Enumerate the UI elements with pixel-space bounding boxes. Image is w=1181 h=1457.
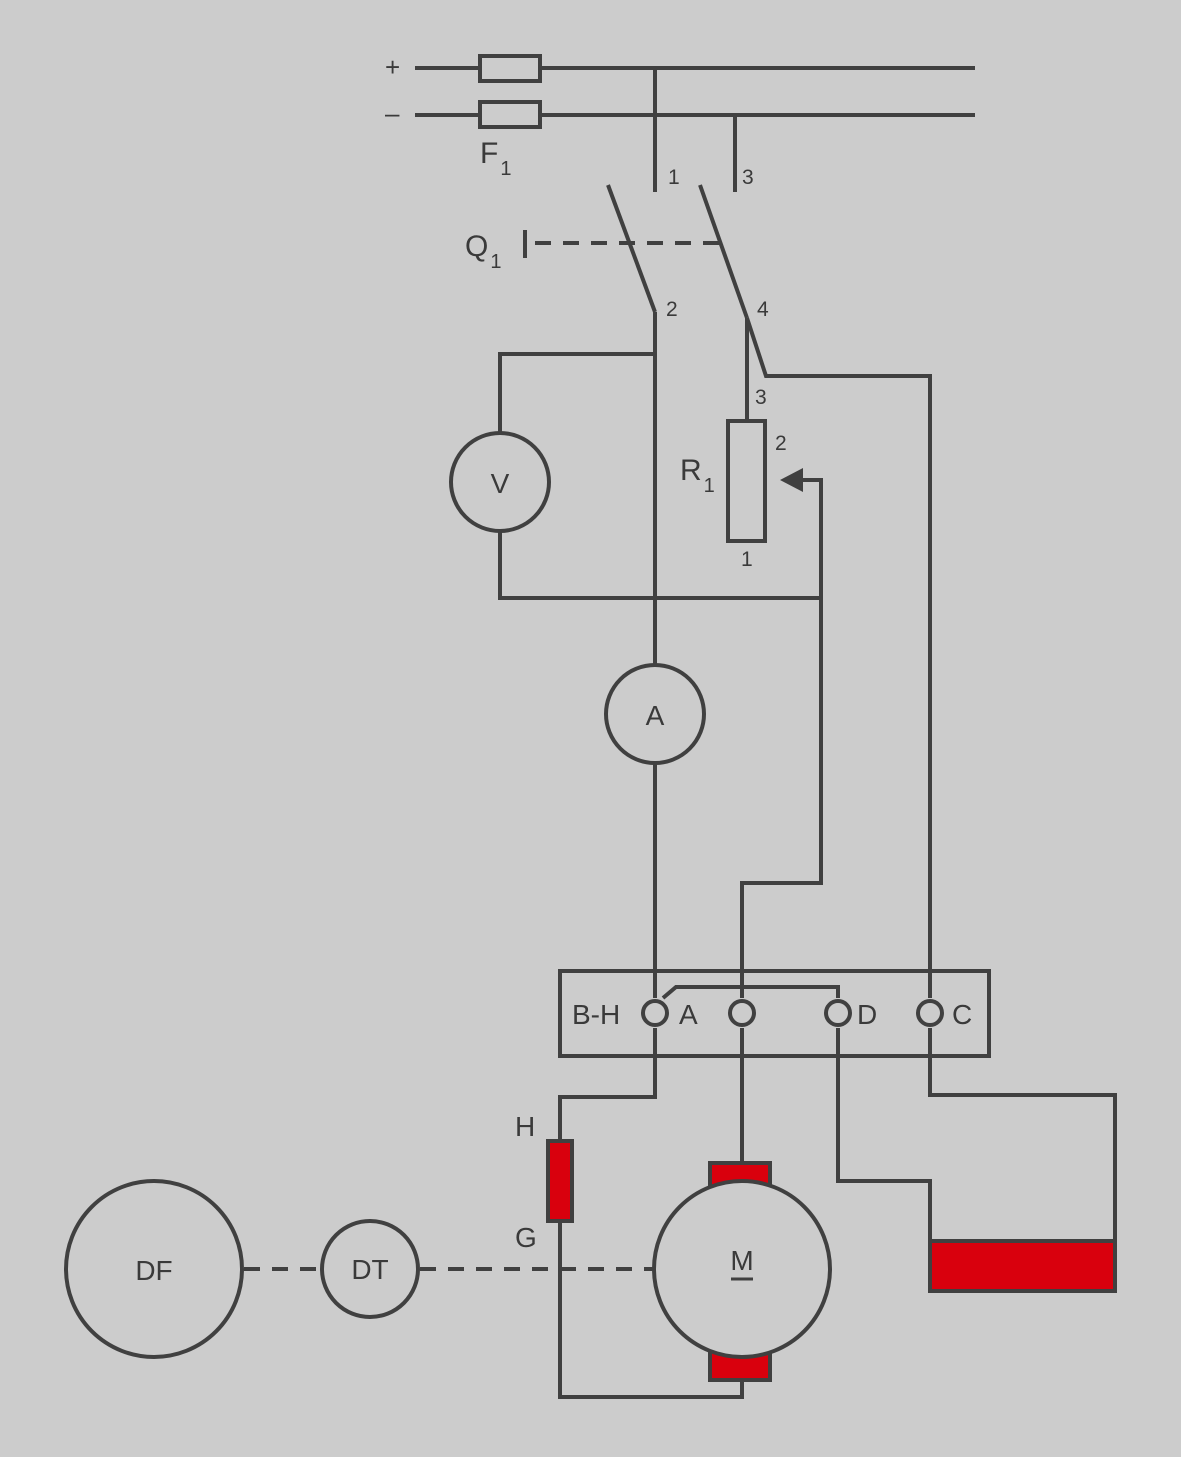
wires xyxy=(498,312,1117,1399)
terminal-d-label: D xyxy=(857,999,877,1030)
resistor-pin-1: 1 xyxy=(741,548,753,571)
terminal-d xyxy=(824,999,852,1027)
fuse-plus xyxy=(478,54,542,83)
terminal-1: 1 xyxy=(668,166,680,189)
resistor-pin-3: 3 xyxy=(755,386,767,409)
terminal-c-label: C xyxy=(952,999,972,1030)
resistor-pin-2: 2 xyxy=(775,432,787,455)
terminal-3: 3 xyxy=(742,166,754,189)
ammeter-label: A xyxy=(646,700,665,731)
motor: M xyxy=(652,1161,832,1382)
terminal-c xyxy=(916,999,944,1027)
df-machine: DF xyxy=(64,1179,244,1359)
voltmeter-label: V xyxy=(491,468,510,499)
series-field: H G xyxy=(515,1111,574,1253)
terminal-block: B-H A D C xyxy=(558,969,991,1058)
dt-label: DT xyxy=(351,1254,388,1285)
terminal-bh xyxy=(641,999,669,1027)
plus-label: + xyxy=(385,52,400,82)
ammeter: A xyxy=(604,663,706,765)
fuse-minus xyxy=(478,100,542,129)
terminal-bh-label: B-H xyxy=(572,999,620,1030)
field-g-label: G xyxy=(515,1222,537,1253)
terminal-4: 4 xyxy=(757,298,769,321)
dt-machine: DT xyxy=(320,1219,420,1319)
field-h-label: H xyxy=(515,1111,535,1142)
motor-label: M xyxy=(730,1245,753,1276)
terminal-a-label: A xyxy=(679,999,698,1030)
wiper-arrow xyxy=(780,468,803,492)
shunt-winding xyxy=(928,1239,1117,1293)
minus-label: – xyxy=(385,98,400,128)
df-label: DF xyxy=(135,1255,172,1286)
terminal-2: 2 xyxy=(666,298,678,321)
voltmeter: V xyxy=(449,431,551,533)
terminal-a xyxy=(728,999,756,1027)
